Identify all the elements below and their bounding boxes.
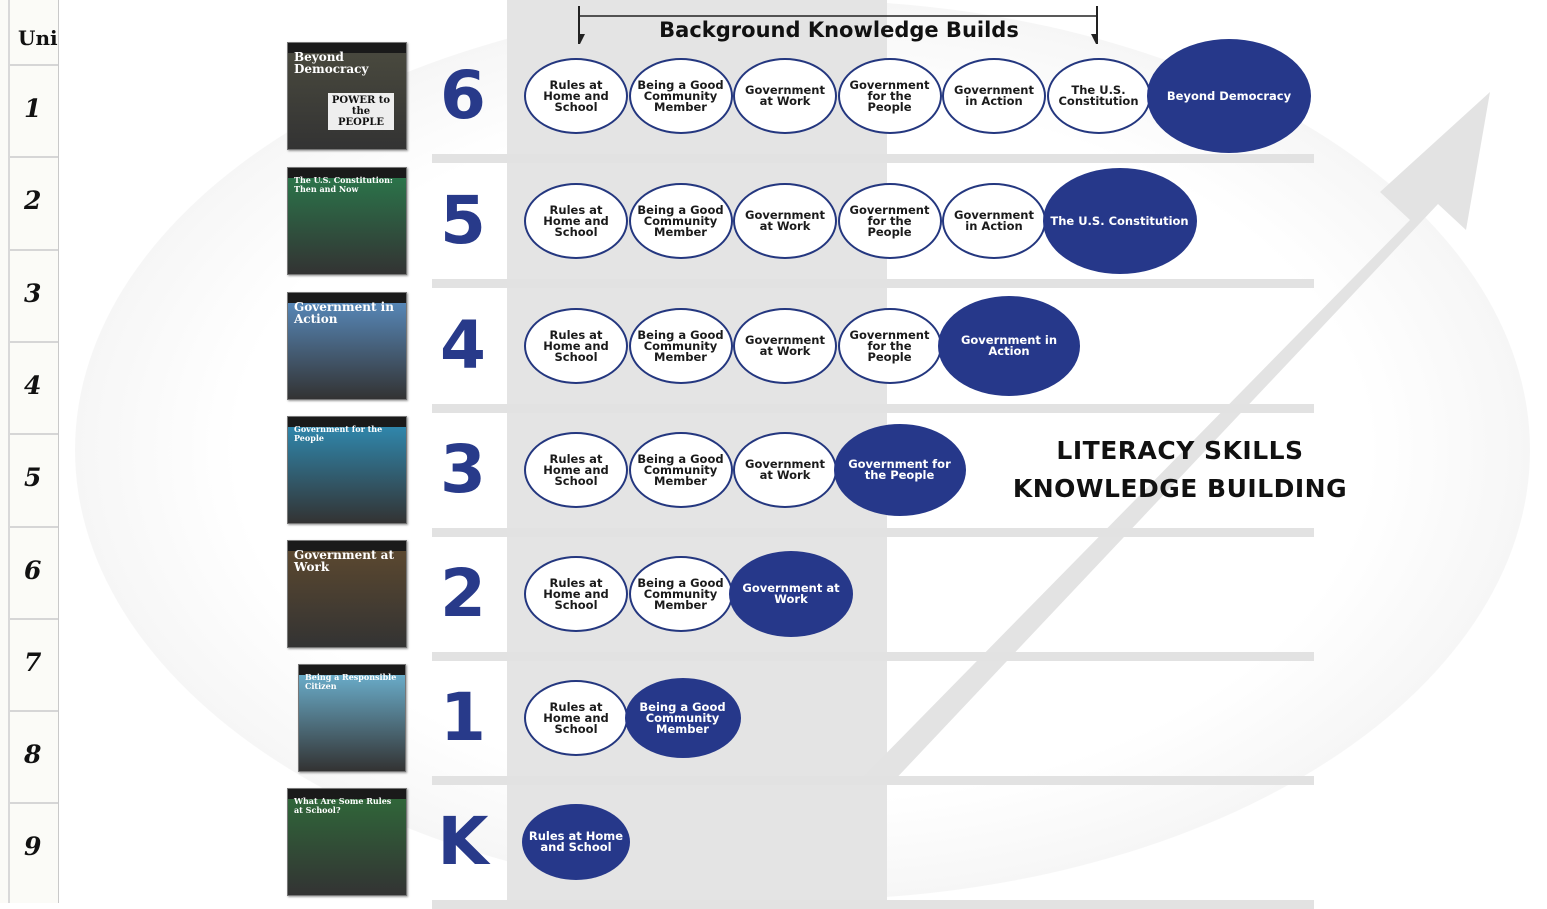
topic-circle: Government at Work <box>733 308 837 384</box>
unit-number: 9 <box>24 832 42 862</box>
highlight-circle: Being a Good Community Member <box>624 678 741 758</box>
unit-number: 6 <box>24 555 42 585</box>
topic-circle: Rules at Home and School <box>524 308 628 384</box>
grade-label: 3 <box>440 431 486 508</box>
highlight-circle: Rules at Home and School <box>522 804 630 880</box>
unit-number: 5 <box>24 463 42 493</box>
unit-row-divider <box>10 710 58 713</box>
grade-label: 5 <box>440 182 486 259</box>
grade-label: 6 <box>440 57 486 134</box>
book-title: Government in Action <box>294 300 394 326</box>
row-divider <box>432 404 1314 413</box>
book-band <box>299 665 405 675</box>
unit-number: 3 <box>24 278 42 308</box>
row-divider <box>432 279 1314 288</box>
book-band <box>288 789 406 799</box>
topic-circle: Being a Good Community Member <box>628 556 733 632</box>
book-title: The U.S. Constitution: Then and Now <box>294 175 393 194</box>
bracket-arrow-icon <box>578 6 1098 44</box>
unit-row-divider <box>10 64 58 66</box>
topic-circle: Being a Good Community Member <box>628 183 733 259</box>
grade-label: 2 <box>440 555 486 632</box>
topic-circle: Rules at Home and School <box>524 58 628 134</box>
highlight-circle: Government at Work <box>729 551 853 637</box>
book-cover: Government at Work <box>287 540 407 648</box>
book-sign: POWER to the PEOPLE <box>328 93 394 130</box>
book-cover: Government in Action <box>287 292 407 400</box>
unit-row-divider <box>10 248 58 251</box>
book-cover: The U.S. Constitution: Then and Now <box>287 167 407 275</box>
chart-title: Background Knowledge Builds <box>659 18 1019 42</box>
unit-row-divider <box>10 340 58 343</box>
book-title: Beyond Democracy <box>294 50 369 76</box>
growth-arrow-icon <box>860 92 1490 785</box>
book-cover: What Are Some Rules at School? <box>287 788 407 896</box>
unit-number: 4 <box>24 370 42 400</box>
unit-row-divider <box>10 433 58 436</box>
topic-circle: Government for the People <box>837 183 942 259</box>
topic-circle: Being a Good Community Member <box>628 432 733 508</box>
book-title: Being a Responsible Citizen <box>305 672 397 691</box>
row-divider <box>432 652 1314 661</box>
unit-number: 8 <box>24 740 42 770</box>
topic-circle: Rules at Home and School <box>524 556 628 632</box>
highlight-circle: Government for the People <box>833 424 966 516</box>
book-band <box>288 417 406 427</box>
grade-label: K <box>437 803 489 880</box>
book-band <box>288 541 406 551</box>
literacy-skills-label: LITERACY SKILLS <box>1056 436 1304 465</box>
topic-circle: Rules at Home and School <box>524 183 628 259</box>
row-divider <box>432 900 1314 909</box>
unit-row-divider <box>10 525 58 528</box>
book-cover: Being a Responsible Citizen <box>298 664 406 772</box>
topic-circle: The U.S. Constitution <box>1046 58 1151 134</box>
topic-circle: Government at Work <box>733 58 837 134</box>
topic-circle: Government at Work <box>733 183 837 259</box>
topic-circle: Government in Action <box>942 183 1046 259</box>
topic-circle: Rules at Home and School <box>524 432 628 508</box>
topic-circle: Being a Good Community Member <box>628 308 733 384</box>
book-title: What Are Some Rules at School? <box>294 796 392 815</box>
topic-circle: Being a Good Community Member <box>628 58 733 134</box>
knowledge-building-label: KNOWLEDGE BUILDING <box>1012 474 1348 503</box>
unit-column-edge <box>8 0 10 903</box>
topic-circle: Government at Work <box>733 432 837 508</box>
row-divider <box>432 528 1314 537</box>
unit-row-divider <box>10 156 58 159</box>
grade-label: 1 <box>440 679 486 756</box>
topic-circle: Government in Action <box>942 58 1046 134</box>
topic-circle: Government for the People <box>837 58 942 134</box>
unit-column: Uni 1 2 3 4 5 6 7 8 9 <box>0 0 59 903</box>
book-band <box>288 168 406 178</box>
highlight-circle: Beyond Democracy <box>1147 39 1311 153</box>
topic-circle: Government for the People <box>837 308 942 384</box>
grade-label: 4 <box>440 307 486 384</box>
highlight-circle: The U.S. Constitution <box>1042 168 1197 274</box>
book-cover: Government for the People <box>287 416 407 524</box>
row-divider <box>432 154 1314 163</box>
unit-number: 7 <box>24 647 42 677</box>
unit-number: 2 <box>24 186 42 216</box>
highlight-circle: Government in Action <box>938 296 1080 396</box>
row-divider <box>432 776 1314 785</box>
unit-number: 1 <box>24 94 42 123</box>
topic-circle: Rules at Home and School <box>524 680 628 756</box>
book-title: Government at Work <box>294 548 395 574</box>
unit-row-divider <box>10 617 58 620</box>
unit-row-divider <box>10 802 58 805</box>
unit-header: Uni <box>18 26 58 50</box>
book-band <box>288 293 406 303</box>
book-band <box>288 43 406 53</box>
book-title: Government for the People <box>294 424 383 443</box>
